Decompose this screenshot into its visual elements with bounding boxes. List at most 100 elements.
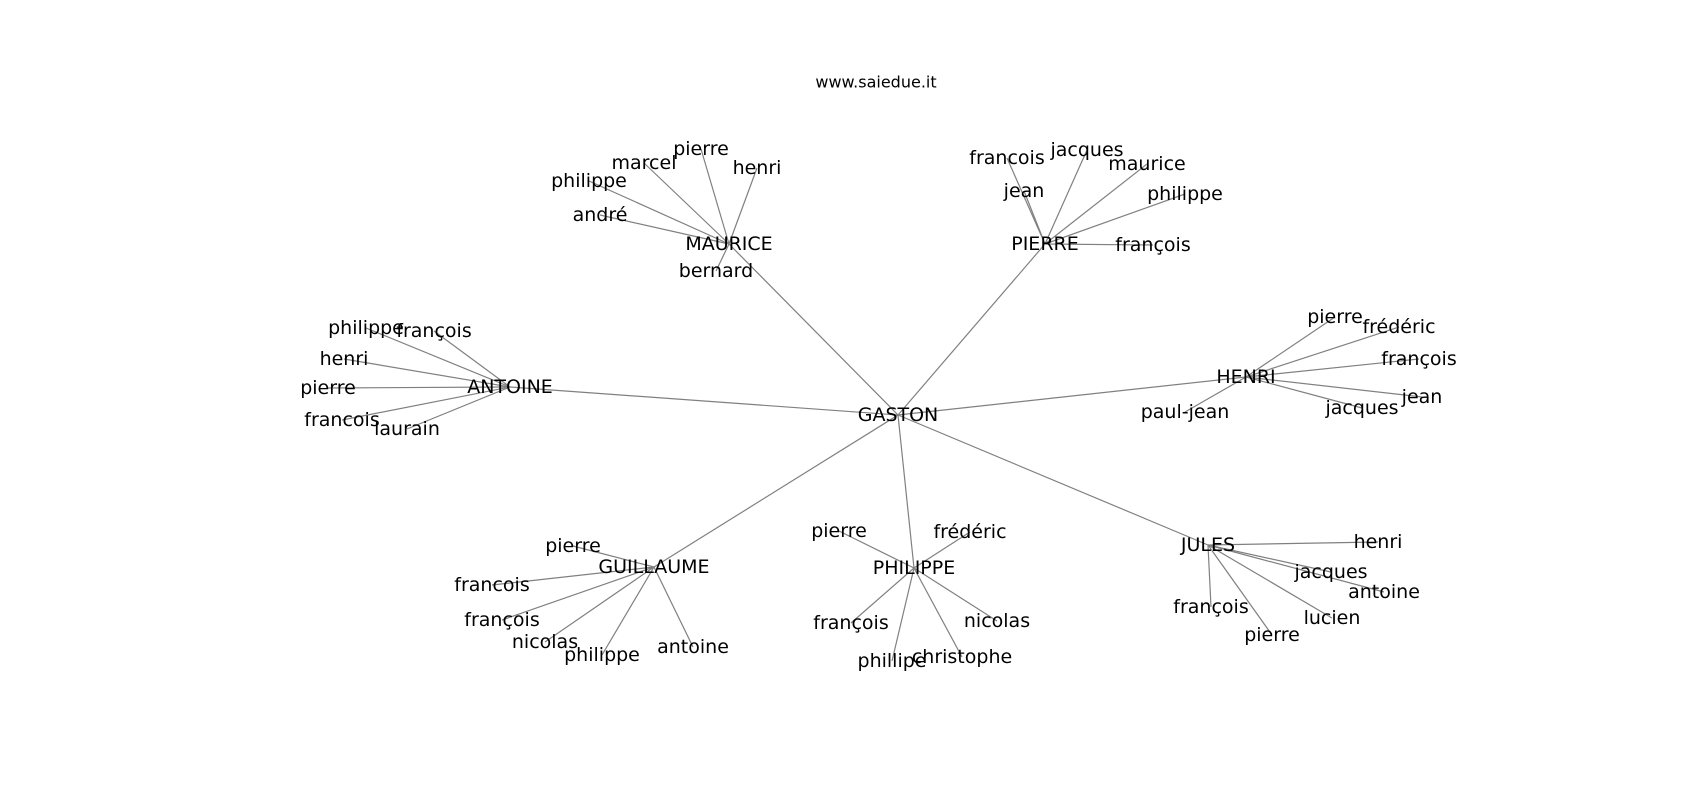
edge-philippe-frederic (913, 531, 971, 569)
leaf-node-maurice-marcel: marcel (612, 152, 677, 174)
edge-root-maurice (728, 243, 899, 416)
branch-node-pierre: PIERRE (1011, 233, 1078, 255)
leaf-node-henri-jacques: jacques (1324, 397, 1398, 419)
edge-root-philippe (897, 414, 915, 569)
leaf-node-guillaume-pierre: pierre (545, 535, 601, 557)
edge-maurice-andre (599, 214, 730, 245)
leaf-node-maurice-henri: henri (733, 157, 782, 179)
edge-henri-jean (1245, 376, 1423, 398)
edge-root-guillaume (653, 414, 899, 568)
leaf-node-pierre-philippe: philippe (1147, 183, 1223, 205)
edge-guillaume-francois (491, 566, 655, 586)
leaf-node-henri-pierre: pierre (1307, 306, 1363, 328)
leaf-node-pierre-jacques: jacques (1049, 139, 1123, 161)
leaf-node-pierre-maurice: maurice (1108, 153, 1185, 175)
edge-antoine-laurain (406, 386, 511, 430)
leaf-node-henri-jean: jean (1401, 386, 1443, 408)
branch-node-maurice: MAURICE (685, 233, 772, 255)
edge-pierre-francois (1006, 157, 1046, 245)
edge-pierre-jean (1023, 190, 1046, 245)
edge-jules-antoine (1207, 544, 1385, 593)
edge-guillaume-francois (501, 566, 655, 621)
edge-philippe-francois (850, 567, 915, 624)
leaf-node-henri-frederic: frédéric (1362, 316, 1435, 338)
edge-henri-frederic (1245, 326, 1400, 378)
edge-jules-henri (1207, 541, 1379, 546)
edge-guillaume-philippe (601, 566, 655, 656)
leaf-node-antoine-philippe: philippe (328, 317, 404, 339)
leaf-node-henri-francois: françois (1381, 348, 1456, 370)
edge-jules-lucien (1207, 544, 1333, 619)
diagram-title: www.saiedue.it (815, 73, 936, 92)
edge-pierre-philippe (1044, 193, 1186, 245)
edge-pierre-jacques (1044, 149, 1088, 245)
leaf-node-henri-paul-jean: paul-jean (1141, 401, 1230, 423)
edge-maurice-philippe (588, 180, 730, 245)
leaf-node-jules-henri: henri (1354, 531, 1403, 553)
edge-maurice-henri (728, 167, 758, 245)
leaf-node-philippe-francois: françois (813, 612, 888, 634)
leaf-node-philippe-frederic: frédéric (933, 521, 1006, 543)
leaf-node-guillaume-antoine: antoine (657, 636, 729, 658)
edge-root-antoine (509, 386, 899, 416)
edge-maurice-marcel (643, 162, 730, 245)
branch-node-guillaume: GUILLAUME (598, 556, 709, 578)
leaf-node-pierre-jean: jean (1003, 180, 1045, 202)
edge-maurice-bernard (715, 243, 730, 272)
leaf-node-guillaume-francois: francois (454, 574, 529, 596)
leaf-node-philippe-pierre: pierre (811, 520, 867, 542)
edge-pierre-maurice (1044, 163, 1148, 245)
edge-antoine-pierre (327, 386, 511, 389)
leaf-node-antoine-francois: françois (396, 320, 471, 342)
edge-antoine-francois (433, 330, 511, 388)
edge-philippe-christophe (913, 567, 963, 658)
edge-antoine-francois (341, 386, 511, 421)
branch-node-antoine: ANTOINE (467, 376, 553, 398)
leaf-node-jules-francois: françois (1173, 596, 1248, 618)
leaf-node-philippe-nicolas: nicolas (964, 610, 1030, 632)
leaf-node-antoine-pierre: pierre (300, 377, 356, 399)
edges-layer (327, 148, 1423, 662)
edge-pierre-francois (1044, 243, 1154, 246)
leaf-node-guillaume-philippe: philippe (564, 644, 640, 666)
branch-node-jules: JULES (1180, 534, 1235, 556)
edge-guillaume-antoine (653, 566, 694, 648)
leaf-node-pierre-francois: francois (969, 147, 1044, 169)
edge-philippe-phillipe (891, 567, 915, 662)
leaf-node-philippe-christophe: christophe (912, 646, 1012, 668)
edge-henri-jacques (1245, 376, 1363, 409)
edge-antoine-henri (343, 358, 511, 388)
leaf-node-jules-antoine: antoine (1348, 581, 1420, 603)
edge-jules-jacques (1207, 544, 1332, 573)
edge-henri-paul-jean (1184, 376, 1247, 413)
edge-henri-pierre (1245, 316, 1336, 378)
leaf-node-antoine-laurain: laurain (374, 418, 440, 440)
edge-guillaume-nicolas (544, 566, 655, 643)
leaf-node-maurice-philippe: philippe (551, 170, 627, 192)
leaf-node-antoine-francois: francois (304, 409, 379, 431)
edge-henri-francois (1245, 358, 1420, 378)
edge-root-pierre (897, 243, 1046, 416)
leaf-node-maurice-bernard: bernard (679, 260, 753, 282)
branch-node-henri: HENRI (1216, 366, 1275, 388)
leaf-node-guillaume-nicolas: nicolas (512, 631, 578, 653)
edge-jules-pierre (1207, 544, 1273, 636)
leaf-node-philippe-phillipe: phillipe (858, 650, 927, 672)
leaf-node-maurice-andre: andré (573, 204, 628, 226)
leaf-node-pierre-francois: françois (1115, 234, 1190, 256)
leaf-node-jules-pierre: pierre (1244, 624, 1300, 646)
leaf-node-jules-jacques: jacques (1293, 561, 1367, 583)
edge-root-jules (897, 414, 1209, 546)
leaf-node-guillaume-francois: françois (464, 609, 539, 631)
leaf-node-antoine-henri: henri (320, 348, 369, 370)
edge-philippe-nicolas (913, 567, 998, 622)
edge-maurice-pierre (700, 148, 730, 245)
edge-antoine-philippe (365, 327, 511, 388)
leaf-node-maurice-pierre: pierre (673, 138, 729, 160)
edge-philippe-pierre (838, 530, 915, 569)
edge-guillaume-pierre (572, 545, 655, 568)
leaf-node-jules-lucien: lucien (1304, 607, 1361, 629)
branch-node-philippe: PHILIPPE (873, 557, 955, 579)
